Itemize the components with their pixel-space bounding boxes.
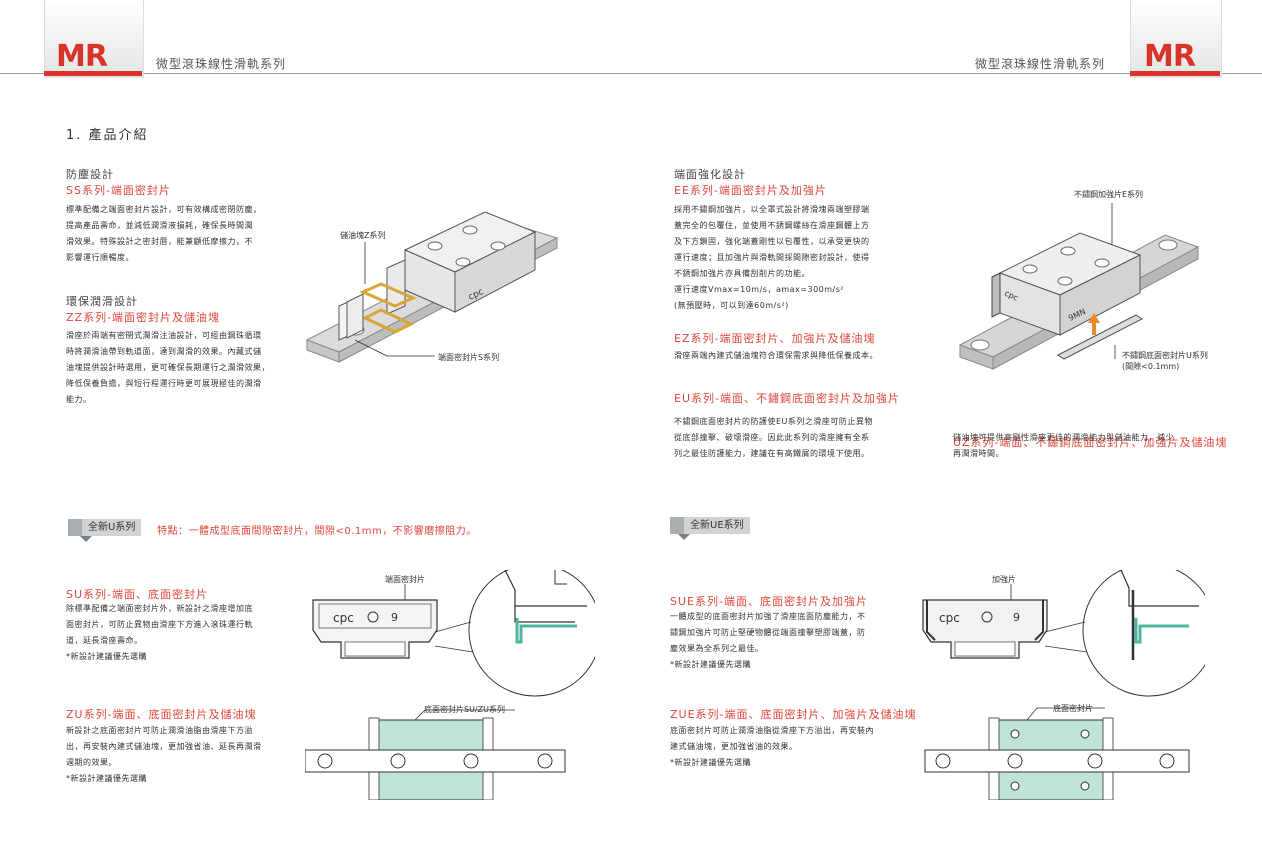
sue-series-title: SUE系列-端面、底面密封片及加強片 bbox=[670, 595, 868, 608]
dust-heading: 防塵設計 bbox=[66, 168, 114, 181]
ee-series-body: 採用不鏽鋼加強片，以全罩式設計將滑塊兩端塑膠端 蓋完全的包覆住，並使用不銹鋼螺絲… bbox=[674, 202, 914, 314]
text-line: 標準配備之端面密封片設計，可有效構成密閉防塵， bbox=[66, 205, 262, 214]
section-title: 1. 產品介紹 bbox=[66, 128, 149, 143]
badge-arrow-icon bbox=[678, 534, 690, 540]
sue-series-body: 一體成型的底面密封片加強了滑座底面防塵能力，不 鏽鋼加強片可防止堅硬物體從端面撞… bbox=[670, 609, 895, 673]
zu-series-title: ZU系列-端面、底面密封片及儲油塊 bbox=[66, 708, 257, 721]
logo-panel-left bbox=[44, 0, 144, 78]
text-line: 出，再安裝內建式儲油塊，更加強省油、延長再潤滑 bbox=[66, 742, 262, 751]
stainless-bottom-seal-u-label: 不鏽鋼底面密封片U系列 bbox=[1122, 351, 1208, 360]
text-line: 運行速度；且加強片與滑軌間採間隙密封設計，使得 bbox=[674, 253, 870, 262]
logo-underline-right bbox=[1130, 71, 1220, 76]
text-line: 滑效果。特殊設計之密封唇，能兼顧低摩擦力，不 bbox=[66, 237, 253, 246]
text-line: 道，延長滑座壽命。 bbox=[66, 636, 143, 645]
uz-series-title: UZ系列-端面、不鏽鋼底面密封片、加強片及儲油塊 bbox=[953, 436, 1228, 449]
text-line: 除標準配備之端面密封片外，新設計之滑座增加底 bbox=[66, 604, 253, 613]
text-line: 一體成型的底面密封片加強了滑座底面防塵能力，不 bbox=[670, 612, 866, 621]
text-line: 週期的效果。 bbox=[66, 758, 117, 767]
text-line: 再潤滑時間。 bbox=[953, 449, 1004, 458]
new-u-badge-label: 全新U系列 bbox=[88, 522, 136, 533]
lube-heading: 環保潤滑設計 bbox=[66, 295, 138, 308]
logo-panel-right bbox=[1130, 0, 1222, 78]
series-title-right: 微型滾珠線性滑軌系列 bbox=[975, 57, 1106, 71]
ez-series-body: 滑座兩端內建式儲油塊符合環保需求與降低保養成本。 bbox=[674, 348, 914, 364]
zue-series-body: 底面密封片可防止潤滑油脂從滑座下方溢出，再安裝內 建式儲油塊，更加強省油的效果。… bbox=[670, 723, 910, 771]
oil-block-z-label: 儲油塊Z系列 bbox=[340, 231, 386, 240]
zu-series-body: 新設計之底面密封片可防止潤滑油脂由滑座下方溢 出，再安裝內建式儲油塊，更加強省油… bbox=[66, 723, 291, 787]
text-line: 時將潤滑油帶到軌道面，達到潤滑的效果。內藏式儲 bbox=[66, 347, 262, 356]
su-series-title: SU系列-端面、底面密封片 bbox=[66, 588, 209, 601]
text-line: 滑座兩端內建式儲油塊符合環保需求與降低保養成本。 bbox=[674, 351, 878, 360]
end-seal-label: 端面密封片 bbox=[385, 575, 425, 584]
bottom-seal-label: 底面密封片 bbox=[1053, 704, 1093, 713]
text-line: 新設計之底面密封片可防止潤滑油脂由滑座下方溢 bbox=[66, 726, 253, 735]
text-line: 影響運行順暢度。 bbox=[66, 253, 134, 262]
text-line: 能力。 bbox=[66, 395, 92, 404]
front-brand-text: cpc bbox=[333, 611, 354, 625]
reinforce-heading: 端面強化設計 bbox=[674, 168, 746, 181]
ss-zz-exploded-figure: cpc bbox=[305, 211, 559, 363]
logo-underline-left bbox=[44, 71, 142, 76]
su-series-body: 除標準配備之端面密封片外，新設計之滑座增加底 面密封片，可防止異物由滑座下方進入… bbox=[66, 601, 291, 665]
ez-series-title: EZ系列-端面密封片、加強片及儲油塊 bbox=[674, 332, 876, 345]
header-rule-left bbox=[0, 73, 631, 74]
text-line: (無預壓時，可以到達60m/s²) bbox=[674, 301, 789, 310]
text-line: 降低保養負擔，與短行程運行時更可展現極佳的潤滑 bbox=[66, 379, 262, 388]
text-line: 運行速度Vmax=10m/s，amax=300m/s² bbox=[674, 285, 845, 294]
new-u-badge: 全新U系列 bbox=[68, 519, 142, 536]
text-line: 底面密封片可防止潤滑油脂從滑座下方溢出，再安裝內 bbox=[670, 726, 874, 735]
su-zu-seal-figure: cpc 9 bbox=[305, 570, 595, 800]
text-line: 儲油塊可提供高剛性滑座更佳的潤滑能力與儲油能力，減少 bbox=[953, 433, 1174, 442]
text-line: 提高產品壽命，並減低潤滑液損耗，確保長時間潤 bbox=[66, 221, 253, 230]
zue-series-title: ZUE系列-端面、底面密封片、加強片及儲油塊 bbox=[670, 708, 917, 721]
zz-series-body: 滑座於兩端有密閉式潤滑注油設計，可經由鋼珠循環 時將潤滑油帶到軌道面，達到潤滑的… bbox=[66, 328, 291, 408]
logo-left: MR bbox=[56, 39, 108, 74]
bottom-seal-su-zu-label: 底面密封片SU/ZU系列 bbox=[424, 705, 505, 714]
eu-series-title: EU系列-端面、不鏽鋼底面密封片及加強片 bbox=[674, 392, 900, 405]
text-line: 從底部撞擊、破壞滑座。因此此系列的滑座擁有全系 bbox=[674, 433, 870, 442]
uz-body-main: 儲油塊可提供高剛性滑座更佳的潤滑能力與儲油能力，減少 再潤滑時間。 bbox=[953, 430, 1233, 462]
text-line: *新設計建議優先選購 bbox=[670, 660, 751, 669]
text-line: 面密封片，可防止異物由滑座下方進入滾珠運行軌 bbox=[66, 620, 253, 629]
text-line: 不鏽鋼底面密封片的防護使EU系列之滑座可防止異物 bbox=[674, 417, 873, 426]
text-line: 鏽鋼加強片可防止堅硬物體從端面撞擊塑膠端蓋，防 bbox=[670, 628, 866, 637]
front-brand-text: cpc bbox=[939, 611, 960, 625]
text-line: 不銹鋼加強片亦具備刮削片的功能。 bbox=[674, 269, 810, 278]
ee-series-title: EE系列-端面密封片及加強片 bbox=[674, 184, 827, 197]
zz-series-title: ZZ系列-端面密封片及儲油塊 bbox=[66, 311, 221, 324]
series-title-left: 微型滾珠線性滑軌系列 bbox=[156, 57, 287, 71]
stainless-plate-e-label: 不鏽鋼加強片E系列 bbox=[1074, 190, 1144, 199]
front-size-text: 9 bbox=[1013, 611, 1020, 624]
sue-zue-seal-figure: cpc 9 bbox=[922, 570, 1205, 800]
end-seal-s-label: 端面密封片S系列 bbox=[438, 353, 500, 362]
eu-series-body: 不鏽鋼底面密封片的防護使EU系列之滑座可防止異物 從底部撞擊、破壞滑座。因此此系… bbox=[674, 414, 914, 462]
text-line: 滑座於兩端有密閉式潤滑注油設計，可經由鋼珠循環 bbox=[66, 331, 262, 340]
text-line: 蓋完全的包覆住，並使用不銹鋼螺絲在滑座鋼體上方 bbox=[674, 221, 870, 230]
gap-note-label: (間隙<0.1mm) bbox=[1122, 362, 1180, 371]
text-line: 塵效果為全系列之最佳。 bbox=[670, 644, 764, 653]
text-line: *新設計建議優先選購 bbox=[670, 758, 751, 767]
header-rule-right bbox=[631, 73, 1262, 74]
front-size-text: 9 bbox=[391, 611, 398, 624]
text-line: *新設計建議優先選購 bbox=[66, 652, 147, 661]
text-line: 採用不鏽鋼加強片，以全罩式設計將滑塊兩端塑膠端 bbox=[674, 205, 870, 214]
text-line: 及下方鎖固，強化端蓋剛性以包覆性，以承受更快的 bbox=[674, 237, 870, 246]
ee-eu-slider-figure: cpc 9MN bbox=[958, 203, 1200, 370]
text-line: 建式儲油塊，更加強省油的效果。 bbox=[670, 742, 798, 751]
new-u-feature-text: 特點：一體成型底面間隙密封片，間隙<0.1mm，不影響磨擦阻力。 bbox=[157, 526, 477, 537]
new-ue-badge-label: 全新UE系列 bbox=[690, 520, 744, 531]
reinforce-plate-label: 加強片 bbox=[992, 575, 1016, 584]
ss-series-body: 標準配備之端面密封片設計，可有效構成密閉防塵， 提高產品壽命，並減低潤滑液損耗，… bbox=[66, 202, 291, 266]
badge-arrow-icon bbox=[80, 536, 92, 542]
text-line: 列之最佳防護能力，建議在有高鐵屑的環境下使用。 bbox=[674, 449, 870, 458]
text-line: 油塊提供設計時選用，更可確保長期運行之潤滑效果， bbox=[66, 363, 270, 372]
text-line: *新設計建議優先選購 bbox=[66, 774, 147, 783]
logo-right: MR bbox=[1144, 39, 1196, 74]
ss-series-title: SS系列-端面密封片 bbox=[66, 184, 171, 197]
new-ue-badge: 全新UE系列 bbox=[670, 517, 750, 534]
